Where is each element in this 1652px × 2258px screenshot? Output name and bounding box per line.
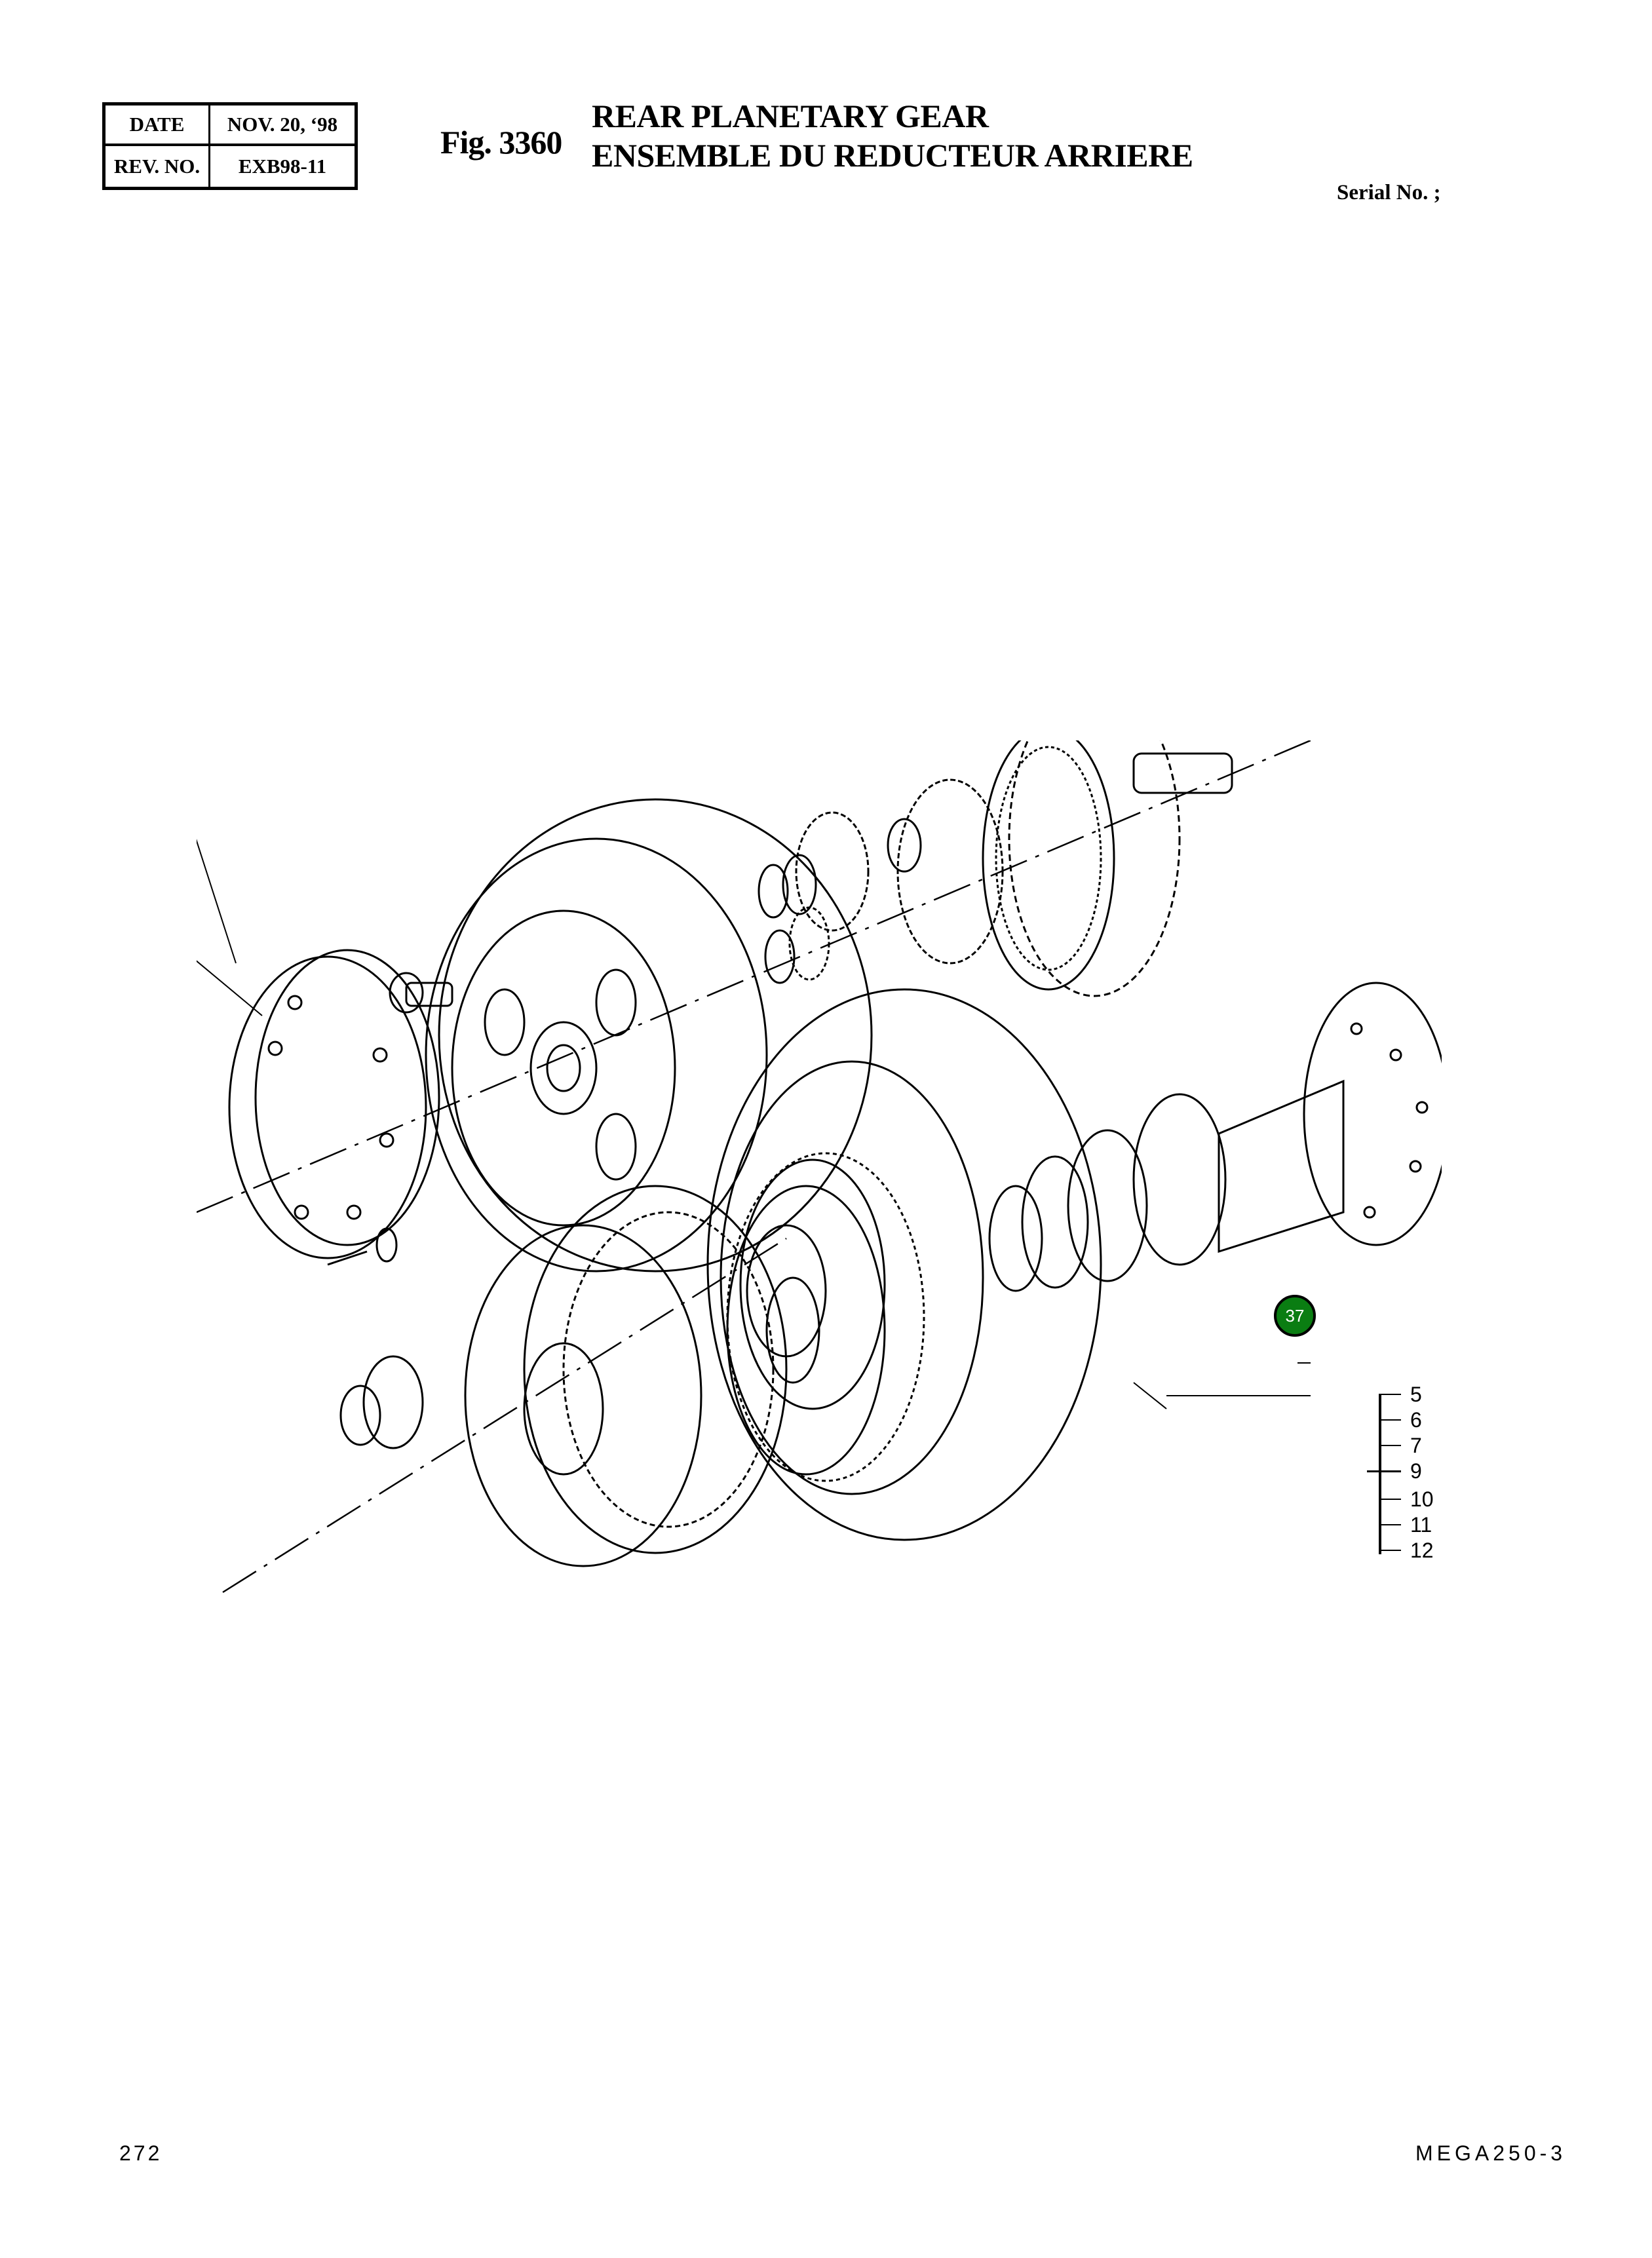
title-french: ENSEMBLE DU REDUCTEUR ARRIERE [592, 137, 1193, 174]
wheel-hub [706, 988, 1102, 1541]
leader-lines [197, 839, 1311, 1409]
serial-number: Serial No. ; [1337, 181, 1441, 204]
legend-item: 10 [1379, 1486, 1434, 1512]
planet-gears-upper [758, 740, 1233, 997]
revision-table: DATE NOV. 20, ‘98 REV. NO. EXB98-11 [102, 102, 358, 190]
legend-bracket [1379, 1394, 1381, 1554]
date-label: DATE [106, 105, 210, 146]
cover-plate [228, 949, 440, 1259]
rev-label: REV. NO. [106, 146, 210, 187]
page-number: 272 [119, 2141, 163, 2165]
axis-lines [197, 740, 1311, 1594]
document-code: MEGA250-3 [1415, 2141, 1567, 2165]
part-number-legend: 5 6 7 9 10 11 12 [1367, 1383, 1507, 1586]
title-english: REAR PLANETARY GEAR [592, 98, 989, 134]
small-parts [327, 1227, 424, 1449]
legend-item: 7 [1379, 1432, 1422, 1459]
date-value: NOV. 20, ‘98 [210, 105, 355, 146]
rev-value: EXB98-11 [238, 155, 327, 178]
legend-item-emphasized: 9 [1367, 1458, 1422, 1484]
exploded-parts-diagram [197, 740, 1442, 1594]
output-flange [1218, 982, 1442, 1253]
ring-gear-lower [464, 1152, 925, 1567]
figure-number: Fig. 3360 [440, 124, 562, 161]
part-callout-37[interactable]: 37 [1274, 1295, 1316, 1337]
shaft-pin [389, 972, 453, 1014]
legend-item: 6 [1379, 1407, 1422, 1433]
legend-item: 11 [1379, 1512, 1432, 1538]
bearings [988, 1093, 1227, 1292]
legend-item: 5 [1379, 1381, 1422, 1407]
housing [425, 798, 873, 1273]
legend-item: 12 [1379, 1537, 1434, 1563]
